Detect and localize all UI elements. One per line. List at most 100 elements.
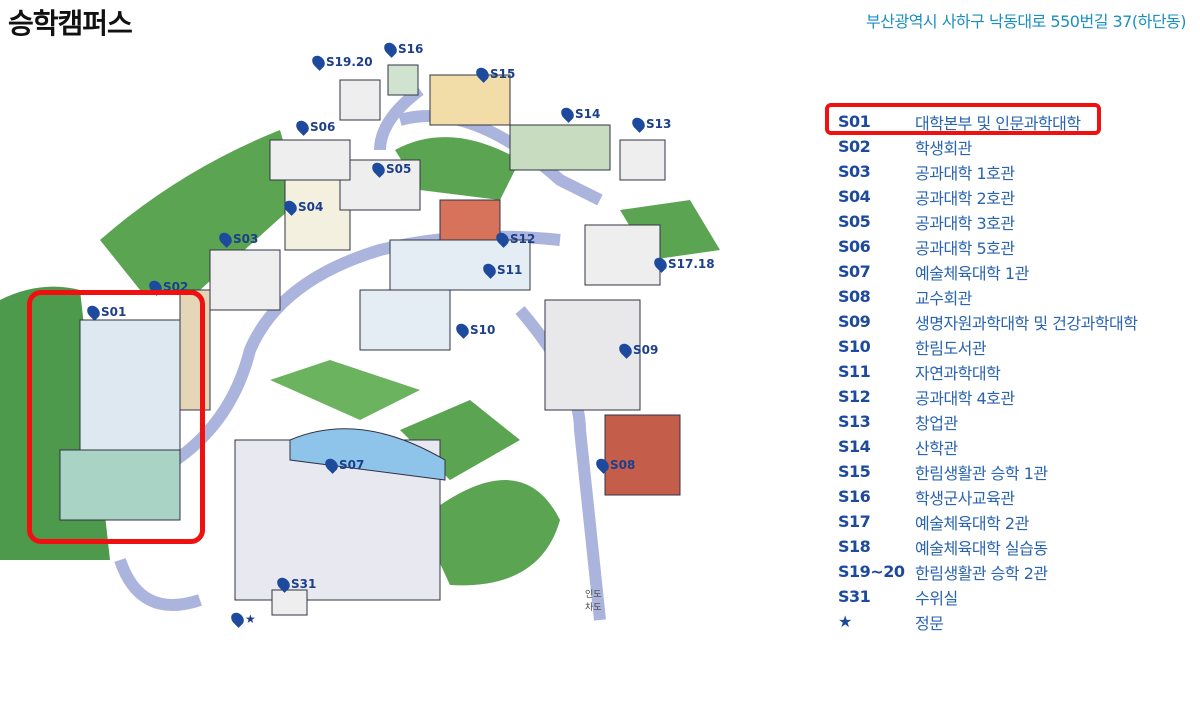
legend-item[interactable]: S18 예술체육대학 실습동 bbox=[838, 534, 1137, 559]
map-pin-S1718[interactable]: S17.18 bbox=[651, 255, 715, 273]
legend-code: S18 bbox=[838, 537, 871, 556]
map-pin-S15[interactable]: S15 bbox=[473, 65, 516, 83]
legend-code: S04 bbox=[838, 187, 871, 206]
location-pin-icon bbox=[616, 341, 635, 359]
legend-name: 한림생활관 승학 2관 bbox=[915, 563, 1048, 583]
map-pin-S1920[interactable]: S19.20 bbox=[309, 53, 373, 71]
campus-map[interactable]: 인도 차도 bbox=[0, 40, 800, 680]
legend-code: S17 bbox=[838, 512, 871, 531]
legend-item[interactable]: S31 수위실 bbox=[838, 584, 1137, 609]
legend-code: S03 bbox=[838, 162, 871, 181]
map-pin-label: S09 bbox=[633, 343, 659, 357]
legend-code: S14 bbox=[838, 437, 871, 456]
map-pin-S11[interactable]: S11 bbox=[480, 261, 523, 279]
legend-code: S05 bbox=[838, 212, 871, 231]
map-pin-S10[interactable]: S10 bbox=[453, 321, 496, 339]
map-pin-S12[interactable]: S12 bbox=[493, 230, 535, 248]
map-pin-S07[interactable]: S07 bbox=[322, 456, 365, 474]
map-pin-label: S15 bbox=[490, 67, 516, 81]
legend-item[interactable]: ★정문 bbox=[838, 609, 1137, 634]
map-pin-label: S01 bbox=[101, 305, 127, 319]
legend-name: 공과대학 1호관 bbox=[915, 163, 1015, 183]
legend-item[interactable]: S08 교수회관 bbox=[838, 284, 1137, 309]
legend-code: S12 bbox=[838, 387, 871, 406]
location-pin-icon bbox=[281, 198, 300, 216]
location-pin-icon bbox=[453, 321, 472, 339]
map-pin-label: S31 bbox=[291, 577, 317, 591]
legend-item[interactable]: S12 공과대학 4호관 bbox=[838, 384, 1137, 409]
legend-item[interactable]: S13 창업관 bbox=[838, 409, 1137, 434]
location-pin-icon bbox=[480, 261, 499, 279]
legend-code: S01 bbox=[838, 112, 871, 131]
legend-name: 교수회관 bbox=[915, 288, 972, 308]
legend-code: S08 bbox=[838, 287, 871, 306]
map-pin-S14[interactable]: S14 bbox=[558, 105, 601, 123]
map-pin-label: ★ bbox=[245, 612, 256, 626]
location-pin-icon bbox=[493, 230, 512, 248]
legend-code: S31 bbox=[838, 587, 871, 606]
map-pin-S01[interactable]: S01 bbox=[84, 303, 127, 321]
legend-name: 자연과학대학 bbox=[915, 363, 1001, 383]
legend-name: 한림생활관 승학 1관 bbox=[915, 463, 1048, 483]
legend-code: S13 bbox=[838, 412, 871, 431]
s01-map-highlight bbox=[27, 290, 205, 544]
legend-name: 예술체육대학 실습동 bbox=[915, 538, 1048, 558]
location-pin-icon bbox=[322, 456, 341, 474]
location-pin-icon bbox=[274, 575, 293, 593]
map-pin-label: S13 bbox=[646, 117, 672, 131]
map-pin-S03[interactable]: S03 bbox=[216, 230, 259, 248]
location-pin-icon bbox=[629, 115, 648, 133]
map-pin-label: S19.20 bbox=[326, 55, 373, 69]
legend-name: 학생회관 bbox=[915, 138, 972, 158]
legend-name: 창업관 bbox=[915, 413, 958, 433]
location-pin-icon bbox=[558, 105, 577, 123]
map-pin-S04[interactable]: S04 bbox=[281, 198, 323, 216]
legend-name: 한림도서관 bbox=[915, 338, 987, 358]
legend-name: 생명자원과학대학 및 건강과학대학 bbox=[915, 313, 1138, 333]
legend-name: 학생군사교육관 bbox=[915, 488, 1015, 508]
road-label-driveway: 차도 bbox=[585, 601, 602, 613]
legend-item[interactable]: S03 공과대학 1호관 bbox=[838, 159, 1137, 184]
legend-item[interactable]: S14 산학관 bbox=[838, 434, 1137, 459]
map-pin-label: S10 bbox=[470, 323, 496, 337]
map-pin-S09[interactable]: S09 bbox=[616, 341, 659, 359]
legend-name: 산학관 bbox=[915, 438, 958, 458]
legend-item[interactable]: S10 한림도서관 bbox=[838, 334, 1137, 359]
legend-code: ★ bbox=[838, 612, 852, 631]
legend-name: 수위실 bbox=[915, 588, 958, 608]
location-pin-icon bbox=[593, 456, 612, 474]
location-pin-icon bbox=[369, 160, 388, 178]
map-pin-S08[interactable]: S08 bbox=[593, 456, 636, 474]
s01-legend-highlight bbox=[825, 103, 1101, 135]
map-pin-label: S08 bbox=[610, 458, 636, 472]
location-pin-icon bbox=[381, 40, 400, 58]
map-pin-S06[interactable]: S06 bbox=[293, 118, 336, 136]
campus-address: 부산광역시 사하구 낙동대로 550번길 37(하단동) bbox=[866, 12, 1186, 31]
map-pin-label: S06 bbox=[310, 120, 336, 134]
map-pin-S31[interactable]: S31 bbox=[274, 575, 317, 593]
map-pin-label: S07 bbox=[339, 458, 365, 472]
map-pin-S05[interactable]: S05 bbox=[369, 160, 411, 178]
map-pin-label: S03 bbox=[233, 232, 259, 246]
map-pin-S16[interactable]: S16 bbox=[381, 40, 423, 58]
map-pin-S13[interactable]: S13 bbox=[629, 115, 672, 133]
legend-code: S10 bbox=[838, 337, 871, 356]
legend-name: 공과대학 4호관 bbox=[915, 388, 1015, 408]
map-pin-star[interactable]: ★ bbox=[228, 610, 256, 628]
legend-code: S07 bbox=[838, 262, 871, 281]
map-pin-label: S14 bbox=[575, 107, 601, 121]
map-pin-label: S11 bbox=[497, 263, 523, 277]
